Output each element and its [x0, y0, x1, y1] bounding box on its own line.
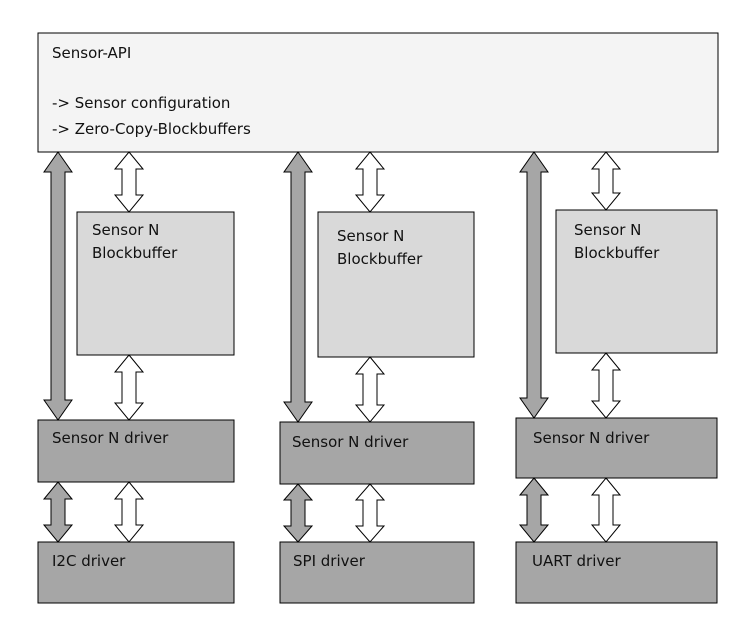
bus-driver-label-1: I2C driver	[52, 552, 126, 570]
api-driver-arrow-1	[43, 151, 73, 421]
sensor-api-config-line: -> Sensor configuration	[52, 94, 231, 112]
driver-bus-grey-arrow-3	[518, 477, 550, 543]
blockbuffer-box-3	[555, 209, 718, 354]
driver-bus-white-arrow-1	[113, 481, 145, 543]
bus-driver-box-3	[515, 541, 718, 604]
sensor-api-blockbuffers-line: -> Zero-Copy-Blockbuffers	[52, 120, 251, 138]
blockbuffer-box-2	[317, 211, 475, 358]
bus-driver-box-2	[279, 541, 475, 604]
api-driver-arrow-3	[519, 151, 549, 419]
driver-bus-white-arrow-3	[590, 477, 622, 543]
blockbuffer-driver-arrow-1	[113, 354, 145, 421]
blockbuffer-label-2-line2: Blockbuffer	[337, 250, 423, 268]
blockbuffer-label-1-line2: Blockbuffer	[92, 244, 178, 262]
blockbuffer-driver-arrow-3	[590, 352, 622, 419]
blockbuffer-label-2-line1: Sensor N	[337, 227, 405, 245]
sensor-driver-box-2	[279, 421, 475, 485]
api-blockbuffer-arrow-1	[113, 151, 145, 213]
sensor-driver-box-1	[37, 419, 235, 483]
blockbuffer-box-1	[76, 211, 235, 356]
sensor-driver-box-3	[515, 417, 718, 479]
api-blockbuffer-arrow-2	[354, 151, 386, 213]
api-blockbuffer-arrow-3	[590, 151, 622, 211]
sensor-api-title: Sensor-API	[52, 44, 132, 62]
sensor-api-box	[37, 32, 719, 153]
sensor-driver-label-3: Sensor N driver	[533, 429, 650, 447]
bus-driver-label-2: SPI driver	[293, 552, 365, 570]
blockbuffer-label-3-line2: Blockbuffer	[574, 244, 660, 262]
driver-bus-grey-arrow-2	[282, 483, 314, 543]
blockbuffer-driver-arrow-2	[354, 356, 386, 423]
driver-bus-white-arrow-2	[354, 483, 386, 543]
sensor-driver-label-1: Sensor N driver	[52, 429, 169, 447]
blockbuffer-label-1-line1: Sensor N	[92, 221, 160, 239]
blockbuffer-label-3-line1: Sensor N	[574, 221, 642, 239]
bus-driver-label-3: UART driver	[532, 552, 621, 570]
driver-bus-grey-arrow-1	[42, 481, 74, 543]
sensor-driver-label-2: Sensor N driver	[292, 433, 409, 451]
api-driver-arrow-2	[283, 151, 313, 423]
bus-driver-box-1	[37, 541, 235, 604]
